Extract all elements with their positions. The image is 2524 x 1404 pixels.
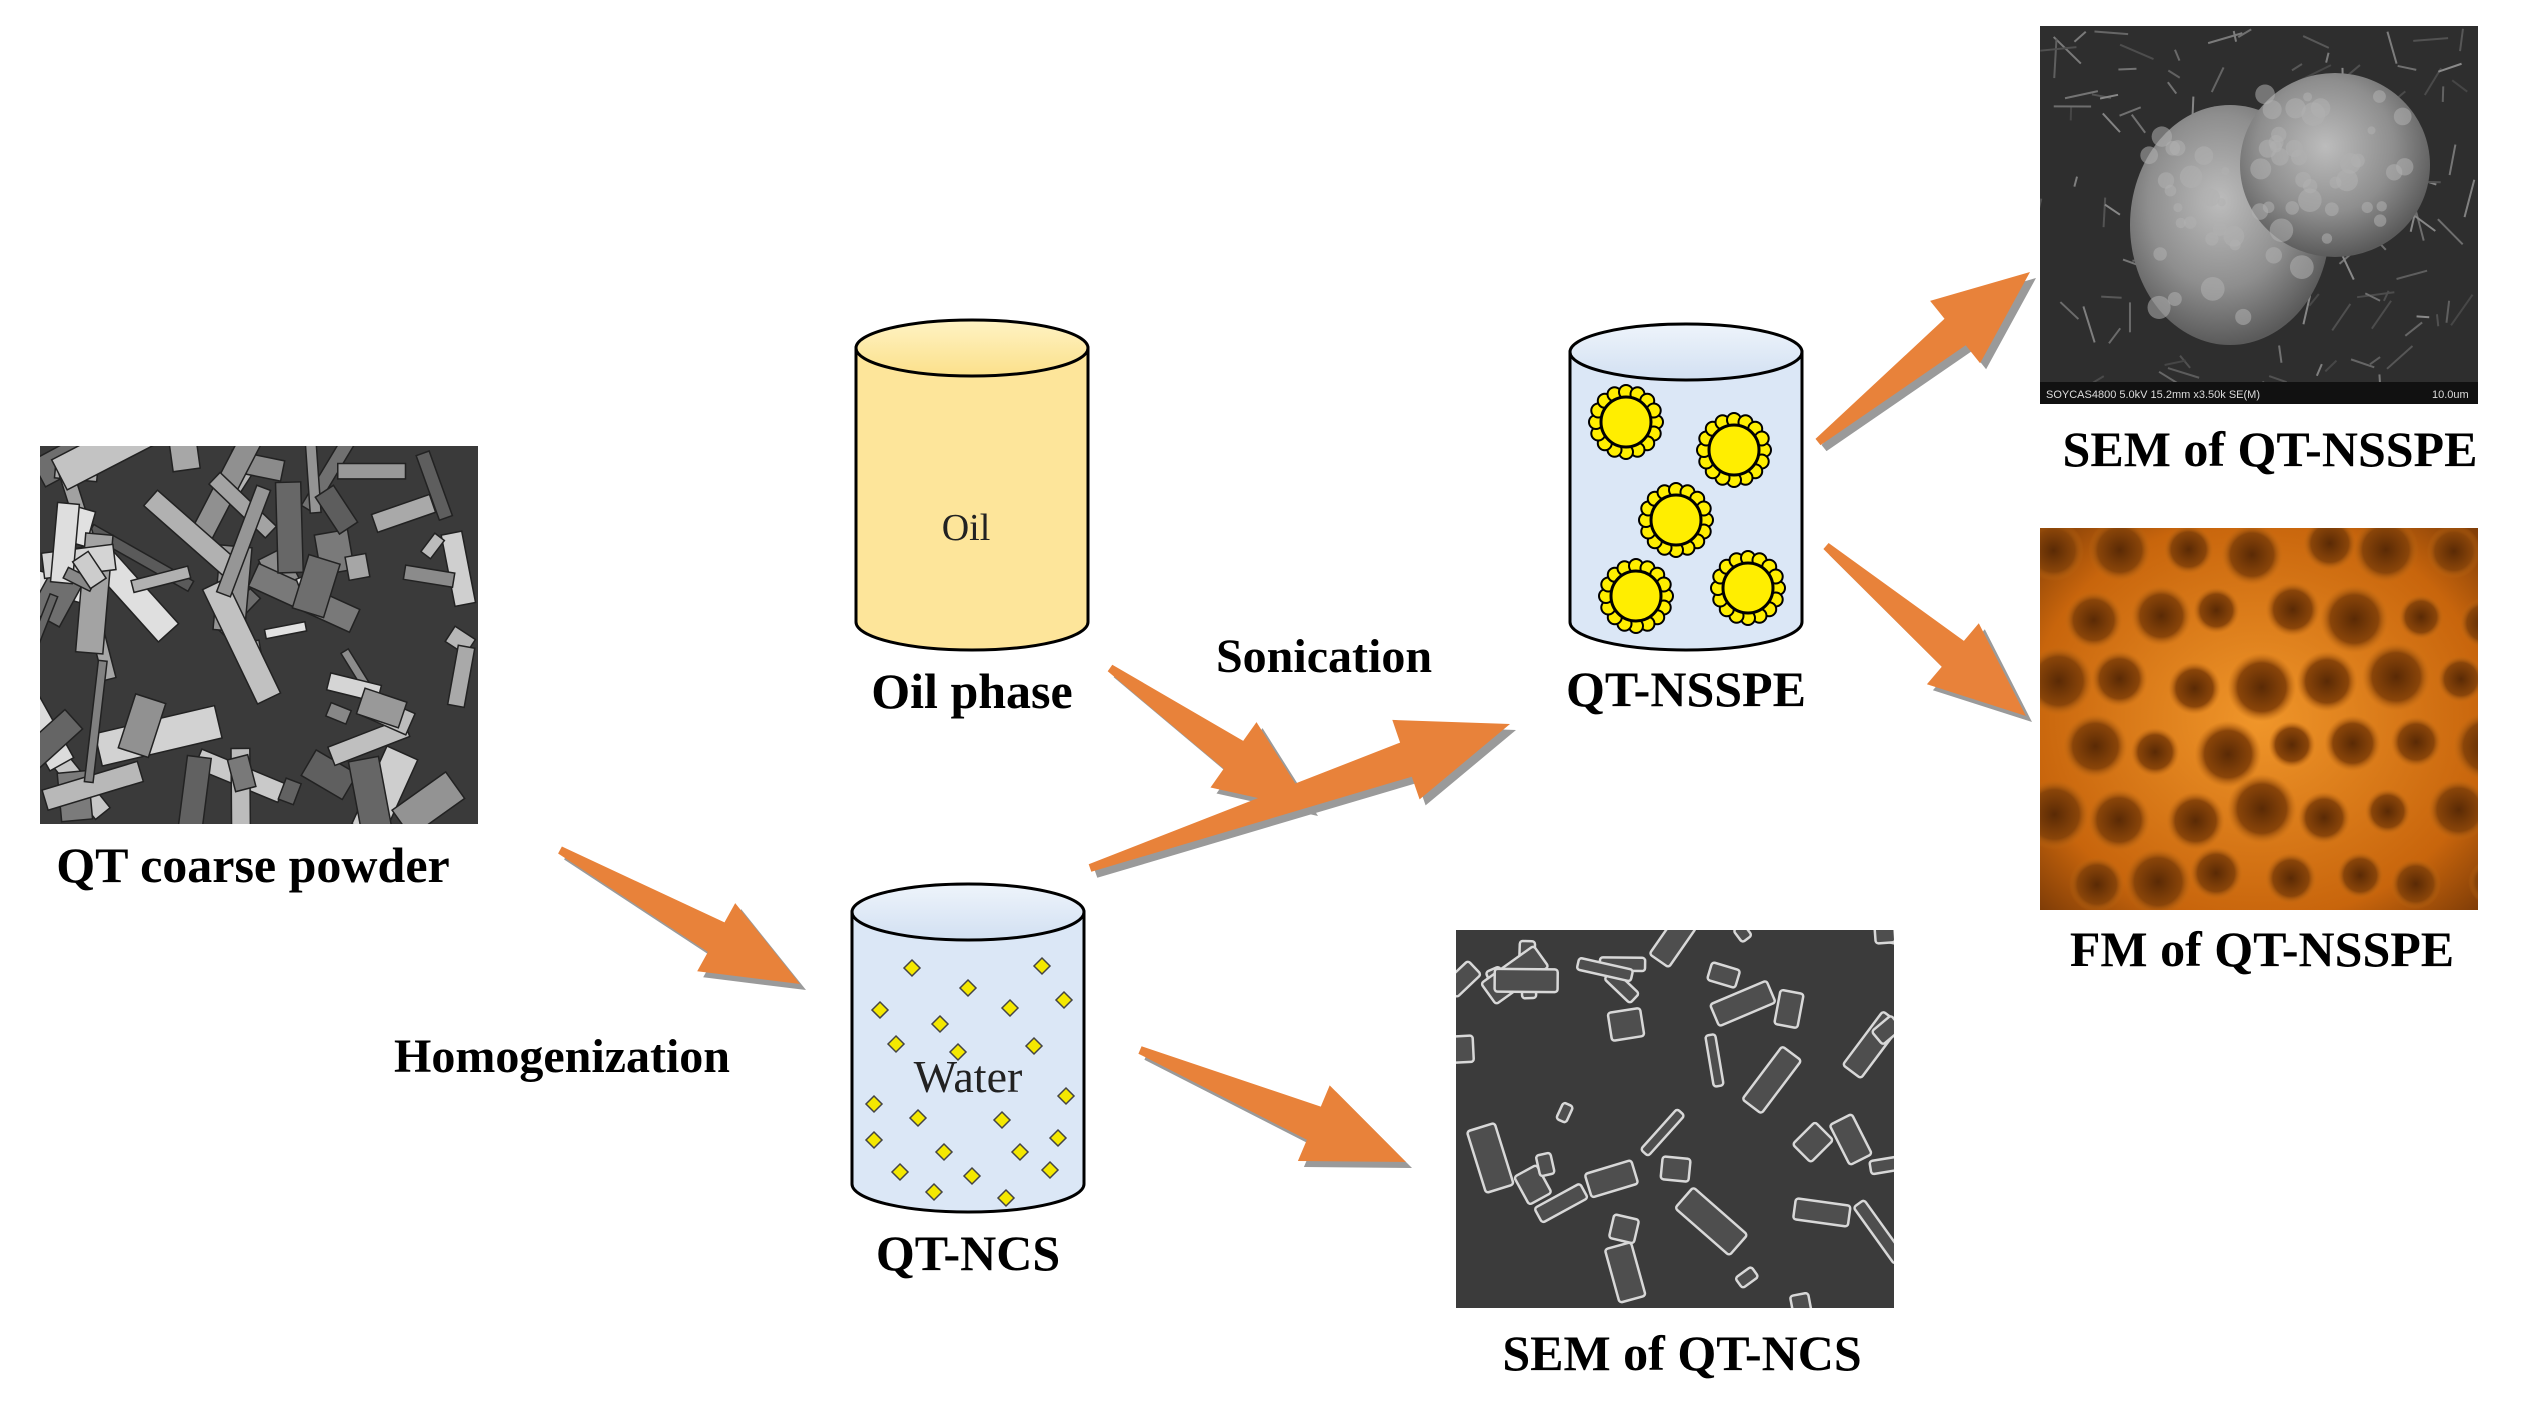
homogenization-label: Homogenization [394, 1030, 730, 1083]
nanocrystal-20 [962, 1166, 982, 1186]
nanocrystal-7 [1054, 990, 1074, 1010]
arrow-homogenization [558, 846, 806, 990]
nanocrystal-21 [1040, 1160, 1060, 1180]
nanocrystal-6 [1000, 998, 1020, 1018]
droplet-1 [1588, 384, 1664, 460]
oil-phase-label: Oil phase [871, 663, 1072, 719]
nanocrystal-4 [870, 1000, 890, 1020]
nanocrystal-22 [924, 1182, 944, 1202]
arrow-oil-to-nsspe [1107, 664, 1318, 816]
nanocrystal-23 [996, 1188, 1016, 1208]
nsspe-fm-image [2040, 528, 2478, 910]
water-cylinder: Water [850, 882, 1086, 1214]
nsspe-label: QT-NSSPE [1566, 661, 1806, 717]
nanocrystal-9 [948, 1042, 968, 1062]
nsspe-sem-image: SOYCAS4800 5.0kV 15.2mm x3.50k SE(M) 10.… [2040, 26, 2478, 404]
coarse-powder-sem-image [40, 446, 478, 824]
nanocrystal-3 [1032, 956, 1052, 976]
coarse-powder-label: QT coarse powder [56, 837, 449, 893]
sonication-label: Sonication [1216, 630, 1432, 683]
nanocrystal-particles [864, 956, 1076, 1208]
sem-nsspe-label: SEM of QT-NSSPE [2063, 421, 2478, 477]
nanocrystal-18 [1010, 1142, 1030, 1162]
droplet-2 [1696, 412, 1772, 488]
sem-ncs-label: SEM of QT-NCS [1502, 1325, 1861, 1381]
droplet-5 [1710, 550, 1786, 626]
ncs-label: QT-NCS [876, 1225, 1060, 1281]
nanocrystal-16 [864, 1130, 884, 1150]
nanocrystal-10 [1024, 1036, 1044, 1056]
arrow-to-fm-nsspe [1823, 543, 2032, 722]
ncs-sem-image [1456, 930, 1894, 1308]
sem-footer-text: SOYCAS4800 5.0kV 15.2mm x3.50k SE(M) [2046, 389, 2260, 401]
droplet-3 [1638, 482, 1714, 558]
droplet-4 [1598, 558, 1674, 634]
nanocrystal-12 [1056, 1086, 1076, 1106]
nanocrystal-19 [890, 1162, 910, 1182]
water-cylinder-label: Water [914, 1051, 1023, 1102]
arrow-to-sem-ncs [1138, 1046, 1412, 1168]
nanocrystal-15 [1048, 1128, 1068, 1148]
nanocrystal-8 [886, 1034, 906, 1054]
nanocrystal-17 [934, 1142, 954, 1162]
nanocrystal-5 [930, 1014, 950, 1034]
fm-nsspe-label: FM of QT-NSSPE [2070, 921, 2454, 977]
oil-cylinder-label: Oil [942, 507, 991, 549]
nanocrystal-11 [864, 1094, 884, 1114]
nanocrystal-1 [902, 958, 922, 978]
nanocrystal-14 [992, 1110, 1012, 1130]
nanocrystal-13 [908, 1108, 928, 1128]
nanocrystal-2 [958, 978, 978, 998]
arrow-ncs-to-nsspe [1088, 719, 1516, 878]
process-arrows [558, 272, 2036, 1168]
arrow-to-sem-nsspe [1815, 272, 2036, 452]
oil-cylinder: Oil [854, 318, 1090, 652]
nanoparticle-droplets [1588, 384, 1786, 634]
sem-scale-text: 10.0um [2432, 389, 2469, 401]
nsspe-cylinder [1568, 322, 1804, 652]
